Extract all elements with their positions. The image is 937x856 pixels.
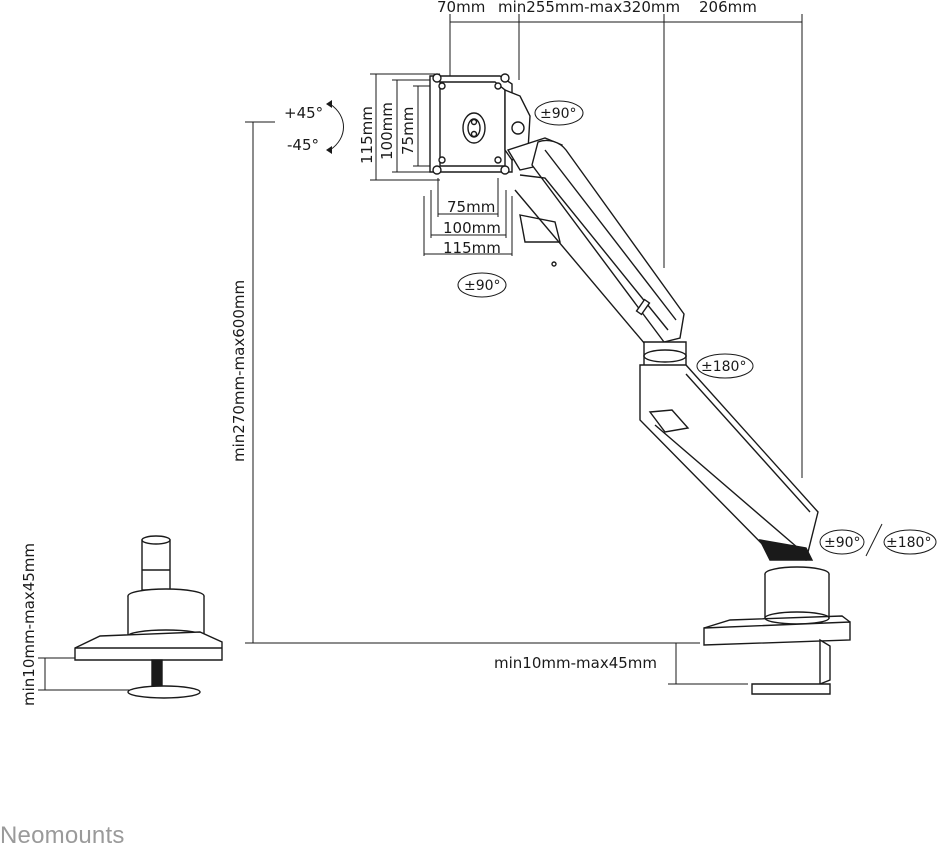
dim-vesa-h-100: 100mm [443, 219, 501, 237]
swivel-elbow-arrow-icon [696, 353, 754, 379]
dim-top-70: 70mm [437, 0, 485, 16]
tilt-arrow-icon [329, 103, 344, 151]
dimension-lines [38, 14, 803, 691]
tilt-minus-label: -45° [287, 136, 319, 154]
dim-top-arm: min255mm-max320mm [498, 0, 680, 16]
dim-top-206: 206mm [699, 0, 757, 16]
dim-vesa-v-115: 115mm [358, 106, 376, 164]
swivel-head-arrow-icon [534, 100, 584, 126]
swivel-neck-arrow-icon [457, 272, 507, 298]
swivel-base-b-arrow-icon [883, 529, 937, 555]
tilt-plus-label: +45° [284, 104, 323, 122]
dim-desk-right: min10mm-max45mm [494, 654, 657, 672]
dim-height: min270mm-max600mm [230, 280, 248, 462]
swivel-base-a-label: ±90° [824, 535, 861, 551]
swivel-base-b-label: ±180° [886, 535, 931, 551]
dim-desk-left: min10mm-max45mm [20, 543, 38, 706]
rotation-arrows [326, 100, 937, 557]
labels: 70mm min255mm-max320mm 206mm 115mm 100mm… [20, 0, 931, 706]
swivel-head-label: ±90° [540, 106, 577, 122]
dim-vesa-h-75: 75mm [447, 198, 495, 216]
dim-vesa-h-115: 115mm [443, 239, 501, 257]
upper-arm [504, 88, 685, 353]
brand-logo: Neomounts [0, 822, 125, 849]
swivel-neck-label: ±90° [464, 278, 501, 294]
dim-vesa-v-100: 100mm [378, 102, 396, 160]
dim-vesa-v-75: 75mm [399, 107, 417, 155]
swivel-base-a-arrow-icon [819, 529, 865, 555]
left-base-clamp [74, 535, 223, 699]
lower-arm [639, 364, 819, 561]
right-base-clamp [703, 566, 851, 695]
swivel-elbow-label: ±180° [701, 359, 746, 375]
vesa-plate [429, 73, 513, 175]
